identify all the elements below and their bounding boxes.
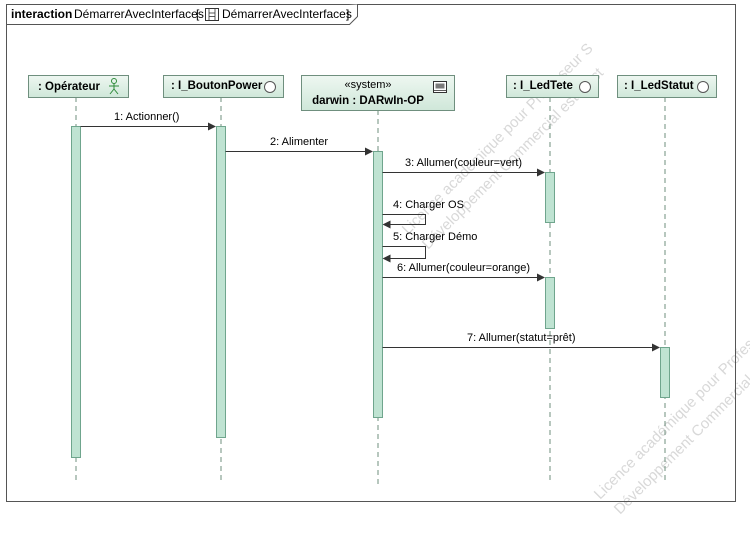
message-2-label: 2: Alimenter — [270, 136, 328, 148]
watermark: Licence académique pour Professeur S Dév… — [399, 40, 750, 518]
lifeline-ledstatut[interactable]: : I_LedStatut — [617, 75, 717, 98]
message-1-arrowhead — [208, 122, 216, 131]
interface-icon — [264, 81, 276, 93]
activation-ledtete-2 — [545, 277, 555, 329]
message-3-arrowhead — [537, 168, 545, 177]
frame-bracket-close: ] — [346, 7, 349, 21]
lifeline-darwin-label: darwin : DARwIn-OP — [312, 95, 424, 107]
actor-icon — [109, 78, 119, 95]
interface-icon — [697, 81, 709, 93]
frame-name-tab — [6, 4, 358, 25]
message-6-arrowhead — [537, 273, 545, 282]
message-1-label: 1: Actionner() — [114, 111, 179, 123]
lifeline-operateur[interactable]: : Opérateur — [28, 75, 129, 98]
activation-bouton — [216, 126, 226, 438]
message-6-label: 6: Allumer(couleur=orange) — [397, 262, 530, 274]
message-5-label: 5: Charger Démo — [393, 231, 477, 243]
lifeline-darwin-stereotype: «system» — [344, 79, 391, 91]
lifeline-ledstatut-label: : I_LedStatut — [624, 80, 694, 92]
message-2-arrowhead — [365, 147, 373, 156]
lifeline-ledtete-label: : I_LedTete — [513, 80, 573, 92]
message-5-arrowhead — [382, 254, 391, 263]
frame-bracket-open: [ — [196, 7, 200, 21]
interaction-frame — [6, 4, 736, 502]
lifeline-operateur-label: : Opérateur — [38, 81, 101, 93]
message-4-label: 4: Charger OS — [393, 199, 464, 211]
message-4-line — [382, 214, 426, 225]
activation-ledstatut — [660, 347, 670, 398]
activation-darwin — [373, 151, 383, 418]
message-4-arrowhead — [382, 220, 391, 229]
system-icon — [433, 81, 447, 93]
lifeline-ledtete[interactable]: : I_LedTete — [506, 75, 599, 98]
message-3-label: 3: Allumer(couleur=vert) — [405, 157, 522, 169]
lifeline-darwin[interactable]: «system» darwin : DARwIn-OP — [301, 75, 455, 111]
message-5-line — [382, 246, 426, 259]
activation-ledtete-1 — [545, 172, 555, 223]
frame-keyword: interaction — [11, 7, 72, 21]
interaction-ref-icon — [205, 8, 219, 21]
frame-name: DémarrerAvecInterfaces — [74, 7, 204, 21]
message-7-arrowhead — [652, 343, 660, 352]
activation-operateur — [71, 126, 81, 458]
lifeline-bouton-label: : I_BoutonPower — [171, 80, 263, 92]
message-7-label: 7: Allumer(statut=prêt) — [467, 332, 576, 344]
frame-ref-name: DémarrerAvecInterfaces — [222, 7, 352, 21]
interface-icon — [579, 81, 591, 93]
lifeline-bouton[interactable]: : I_BoutonPower — [163, 75, 284, 98]
